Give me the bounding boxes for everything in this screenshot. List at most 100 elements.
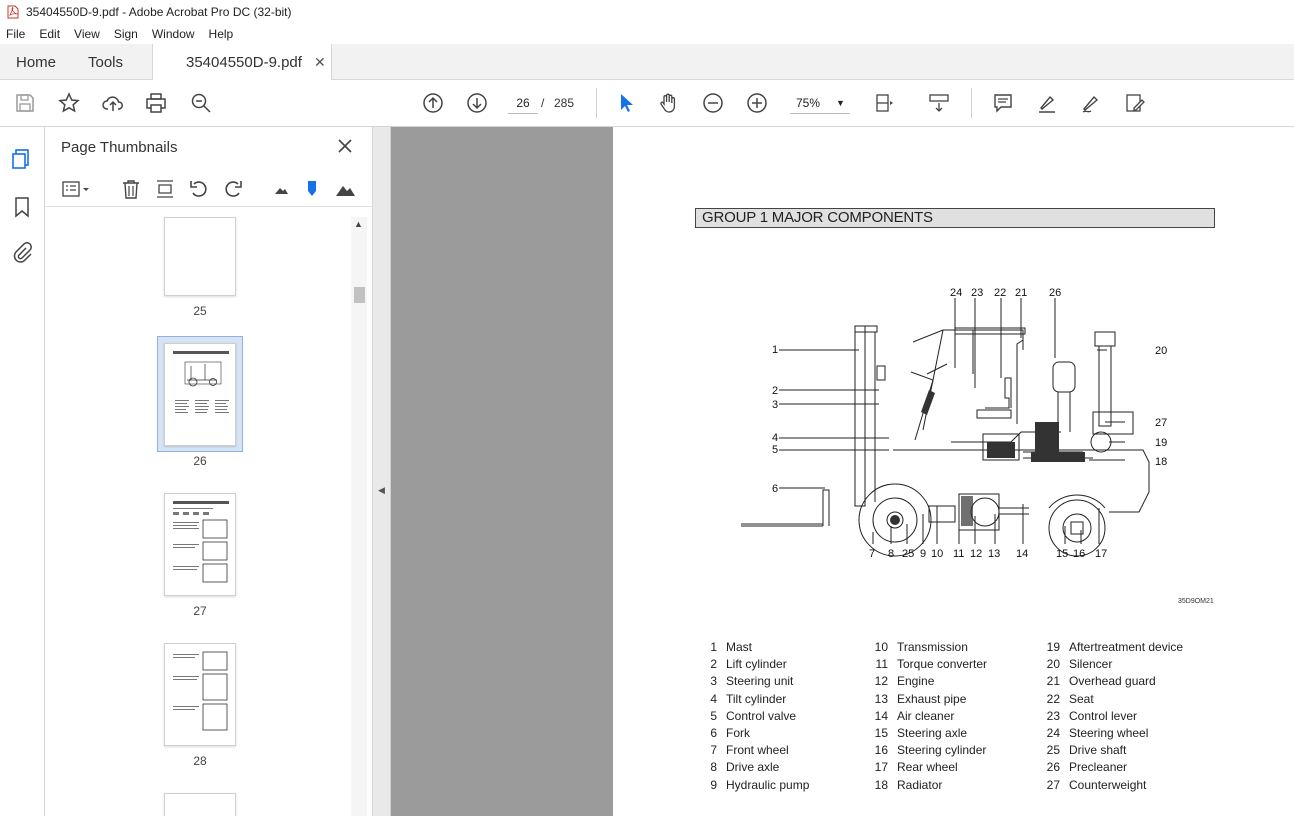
toolbar-divider — [596, 88, 597, 118]
menu-file[interactable]: File — [6, 27, 26, 41]
callout-9: 9 — [920, 548, 927, 560]
callout-17: 17 — [1095, 548, 1108, 560]
page-display-button[interactable] — [872, 90, 898, 116]
thumbnail-page-28[interactable] — [164, 643, 236, 746]
callout-14: 14 — [1016, 548, 1029, 560]
page-thumbnails-panel: Page Thumbnails 25 26 — [45, 127, 373, 816]
thumbnail-size-marker-icon[interactable] — [301, 178, 323, 200]
page-number-input[interactable]: 26 — [508, 92, 538, 114]
next-page-button[interactable] — [464, 90, 490, 116]
attachment-paperclip-icon[interactable] — [10, 241, 34, 265]
total-pages: 285 — [554, 96, 575, 110]
menu-edit[interactable]: Edit — [39, 27, 61, 41]
previous-page-button[interactable] — [420, 90, 446, 116]
bookmark-star-button[interactable] — [56, 90, 82, 116]
thumbnail-scrollbar[interactable]: ▲ — [351, 217, 367, 816]
tab-document[interactable]: 35404550D-9.pdf ✕ — [152, 44, 332, 81]
toolbar-divider — [971, 88, 972, 118]
printer-icon — [146, 93, 166, 113]
navigation-rail — [0, 127, 45, 816]
hand-icon — [660, 93, 676, 113]
page-thumbnails-icon[interactable] — [10, 147, 34, 171]
fill-sign-button[interactable] — [1078, 90, 1104, 116]
thumbnail-page-26[interactable] — [164, 343, 236, 446]
print-button[interactable] — [143, 90, 169, 116]
hand-tool-button[interactable] — [656, 90, 682, 116]
thumbnail-page-next[interactable] — [164, 793, 236, 816]
rotate-right-icon[interactable] — [222, 178, 244, 200]
save-button[interactable] — [12, 90, 38, 116]
collapse-arrow-icon: ◀ — [378, 485, 385, 495]
zoom-search-button[interactable] — [188, 90, 214, 116]
callout-5: 5 — [772, 444, 779, 456]
keyboard-scroll-icon — [929, 94, 949, 112]
callout-24: 24 — [950, 287, 963, 299]
callout-3: 3 — [772, 399, 779, 411]
arrow-down-circle-icon — [467, 93, 487, 113]
options-menu-icon[interactable] — [61, 178, 91, 200]
menu-window[interactable]: Window — [151, 27, 195, 41]
tab-home-label: Home — [16, 53, 57, 71]
zoom-in-button[interactable] — [744, 90, 770, 116]
close-panel-icon[interactable] — [335, 136, 355, 156]
scroll-up-arrow-icon[interactable]: ▲ — [354, 219, 363, 229]
delete-trash-icon[interactable] — [120, 178, 142, 200]
scroll-mode-button[interactable] — [926, 90, 952, 116]
panel-collapse-handle[interactable]: ◀ — [373, 127, 391, 816]
scrollbar-thumb[interactable] — [354, 287, 365, 303]
highlight-button[interactable] — [1034, 90, 1060, 116]
callout-19: 19 — [1155, 437, 1168, 449]
thumbnail-page-25[interactable] — [164, 217, 236, 296]
comment-button[interactable] — [990, 90, 1016, 116]
tab-bar: Home Tools 35404550D-9.pdf ✕ — [0, 44, 1294, 81]
panel-title: Page Thumbnails — [61, 139, 178, 156]
page-fit-icon — [876, 94, 893, 112]
callout-12: 12 — [970, 548, 983, 560]
forklift-diagram — [741, 298, 1150, 557]
thumbnail-preview — [173, 501, 229, 583]
menu-view[interactable]: View — [74, 27, 100, 41]
rotate-left-icon[interactable] — [188, 178, 210, 200]
menu-bar: File Edit View Sign Window Help — [0, 24, 1294, 44]
tab-home[interactable]: Home — [16, 44, 56, 80]
title-bar: 35404550D-9.pdf - Adobe Acrobat Pro DC (… — [0, 0, 1294, 24]
upload-share-button[interactable] — [100, 90, 126, 116]
close-tab-icon[interactable]: ✕ — [314, 54, 326, 70]
page-separator: / — [541, 96, 545, 110]
extract-pages-icon[interactable] — [154, 178, 176, 200]
thumbnail-label: 27 — [193, 604, 207, 618]
edit-pdf-button[interactable] — [1122, 90, 1148, 116]
thumbnail-small-icon[interactable] — [270, 178, 292, 200]
comment-icon — [994, 94, 1012, 113]
plus-circle-icon — [747, 93, 767, 113]
callout-7: 7 — [869, 548, 876, 560]
menu-help[interactable]: Help — [208, 27, 234, 41]
zoom-out-button[interactable] — [700, 90, 726, 116]
tab-tools[interactable]: Tools — [88, 44, 123, 80]
menu-sign[interactable]: Sign — [113, 27, 138, 41]
thumbnail-preview — [173, 651, 228, 731]
callout-13: 13 — [988, 548, 1001, 560]
thumbnail-large-icon[interactable] — [334, 178, 356, 200]
thumbnail-page-27[interactable] — [164, 493, 236, 596]
callout-11: 11 — [953, 548, 965, 560]
callout-26: 26 — [1049, 287, 1062, 299]
zoom-level-select[interactable]: 75% ▼ — [790, 92, 850, 114]
select-tool-button[interactable] — [613, 90, 639, 116]
bookmark-icon[interactable] — [10, 195, 34, 219]
